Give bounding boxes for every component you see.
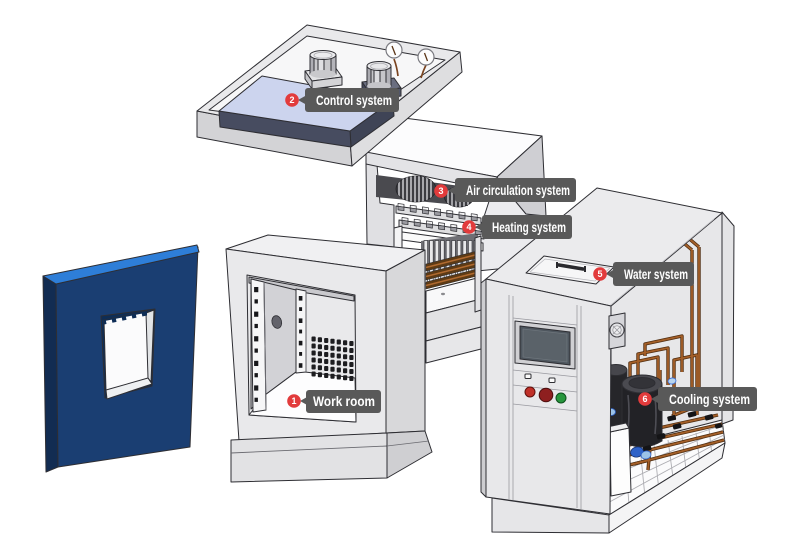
svg-text:5: 5 bbox=[597, 269, 602, 279]
svg-text:6: 6 bbox=[642, 394, 647, 404]
svg-text:4: 4 bbox=[466, 222, 471, 232]
svg-text:3: 3 bbox=[438, 186, 443, 196]
svg-text:1: 1 bbox=[291, 396, 296, 406]
svg-text:Heating system: Heating system bbox=[492, 220, 566, 235]
svg-text:Air circulation system: Air circulation system bbox=[466, 183, 570, 198]
svg-text:Cooling system: Cooling system bbox=[669, 392, 750, 407]
svg-text:Water system: Water system bbox=[624, 267, 688, 282]
svg-text:2: 2 bbox=[289, 95, 294, 105]
svg-text:Control system: Control system bbox=[316, 93, 392, 108]
svg-text:Work room: Work room bbox=[313, 394, 375, 409]
